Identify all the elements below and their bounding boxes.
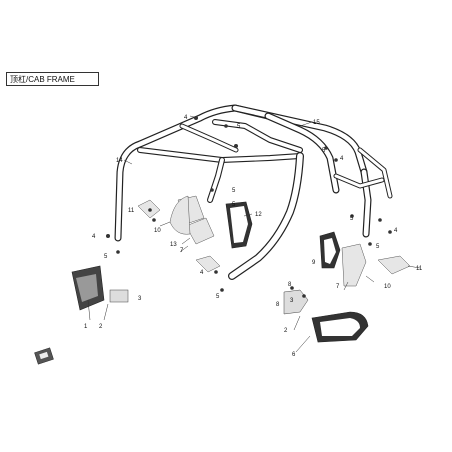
callout-7: 7 [180, 248, 184, 254]
callout-4: 4 [184, 115, 188, 121]
callout-6: 6 [292, 352, 296, 358]
callout-4: 4 [92, 234, 96, 240]
callout-5: 5 [104, 254, 108, 260]
bracket-assembly-center [169, 195, 215, 245]
callout-3: 3 [290, 298, 294, 304]
right-mirror-assembly [283, 289, 369, 343]
callout-7: 7 [336, 284, 340, 290]
callout-5: 5 [216, 294, 220, 300]
callout-9: 9 [312, 260, 316, 266]
callout-13: 13 [170, 242, 177, 248]
callout-14: 14 [116, 158, 123, 164]
rear-right-mirror [319, 231, 411, 287]
callout-12: 12 [255, 212, 262, 218]
callout-5: 5 [237, 124, 241, 130]
callout-8: 8 [288, 282, 292, 288]
callout-4: 4 [394, 228, 398, 234]
callout-10: 10 [384, 284, 391, 290]
callout-11: 11 [416, 266, 423, 272]
callout-2: 2 [284, 328, 288, 334]
diagram-title: 顶杠/CAB FRAME [6, 72, 99, 86]
mirror-panel-12 [225, 201, 253, 249]
cab-frame-assembly [114, 104, 393, 280]
callout-10: 10 [154, 228, 161, 234]
callout-5: 5 [232, 202, 236, 208]
callout-4: 4 [340, 156, 344, 162]
callout-15: 15 [313, 120, 320, 126]
callout-4: 4 [200, 270, 204, 276]
left-side-mirror [71, 265, 129, 311]
callout-5: 5 [322, 148, 326, 154]
leader-lines [87, 115, 421, 353]
callout-1: 1 [84, 324, 88, 330]
callout-3: 3 [138, 296, 142, 302]
reference-icon [34, 347, 54, 365]
callout-5: 5 [232, 188, 236, 194]
callout-8: 8 [276, 302, 280, 308]
callout-2: 2 [99, 324, 103, 330]
callout-5: 5 [350, 216, 354, 222]
callout-11: 11 [128, 208, 135, 214]
callout-5: 5 [376, 244, 380, 250]
callout-labels: 4 5 15 5 4 14 5 12 11 10 13 7 4 5 4 5 1 … [84, 115, 423, 358]
